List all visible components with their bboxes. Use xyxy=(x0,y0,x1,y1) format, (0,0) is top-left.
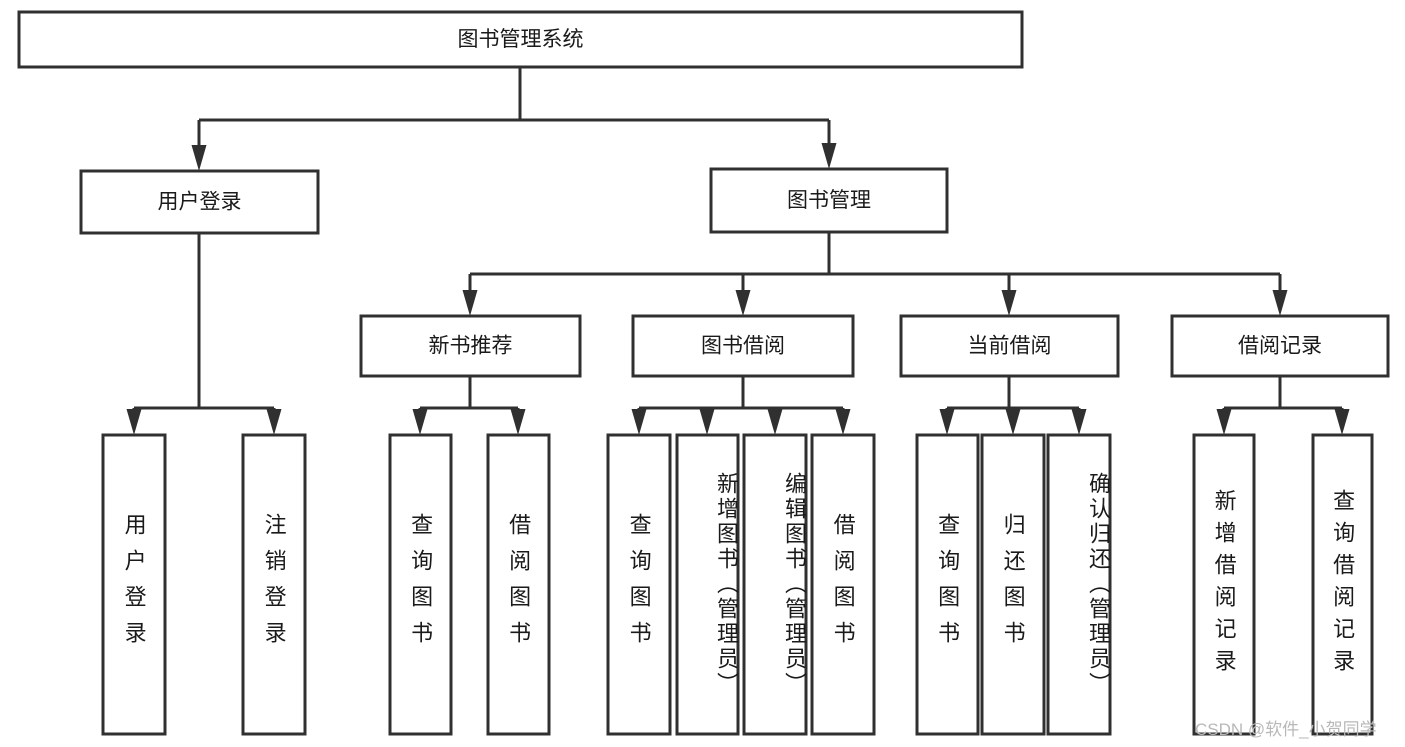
node-box-borrow[interactable] xyxy=(631,314,855,378)
arrow-head-icon xyxy=(1005,409,1021,435)
node-leaf-query-book-2[interactable] xyxy=(606,433,672,736)
arrow-head-icon xyxy=(462,290,478,316)
node-record[interactable]: 借阅记录 xyxy=(1170,314,1390,378)
node-leaf-query-record[interactable] xyxy=(1311,433,1374,736)
connector-edge-bookmgmt-to-borrow xyxy=(735,274,751,316)
node-borrow[interactable]: 图书借阅 xyxy=(631,314,855,378)
connector-edge-record-to-l2 xyxy=(1334,408,1350,435)
arrow-head-icon xyxy=(1334,409,1350,435)
arrow-head-icon xyxy=(1071,409,1087,435)
arrow-head-icon xyxy=(631,409,647,435)
node-leaf-query-book-1[interactable] xyxy=(388,433,453,736)
node-leaf-confirm-return[interactable] xyxy=(1046,433,1112,736)
node-label-login: 用户登录 xyxy=(158,191,242,214)
node-box-bookmgmt[interactable] xyxy=(709,167,949,234)
connector-edge-login-to-leaf2 xyxy=(266,408,282,435)
node-box-leaf-query-book-3[interactable] xyxy=(915,433,980,736)
node-box-leaf-confirm-return[interactable] xyxy=(1046,433,1112,736)
node-leaf-borrow-book-1[interactable] xyxy=(486,433,551,736)
node-label-root: 图书管理系统 xyxy=(458,28,584,51)
node-newbook[interactable]: 新书推荐 xyxy=(359,314,582,378)
node-leaf-return-book[interactable] xyxy=(980,433,1046,736)
connector-edge-borrow-to-l4 xyxy=(835,408,851,435)
node-box-newbook[interactable] xyxy=(359,314,582,378)
node-box-current[interactable] xyxy=(899,314,1120,378)
connector-edge-newbook-to-l1 xyxy=(412,408,428,435)
node-label-record: 借阅记录 xyxy=(1238,335,1322,358)
node-box-leaf-borrow-book-1[interactable] xyxy=(486,433,551,736)
node-login[interactable]: 用户登录 xyxy=(79,169,320,235)
node-label-bookmgmt: 图书管理 xyxy=(787,189,871,212)
node-box-leaf-add-book[interactable] xyxy=(675,433,740,736)
node-current[interactable]: 当前借阅 xyxy=(899,314,1120,378)
watermark-text: CSDN @软件_小贺同学 xyxy=(1195,720,1377,739)
arrow-head-icon xyxy=(266,409,282,435)
connector-edge-newbook-to-l2 xyxy=(510,408,526,435)
arrow-head-icon xyxy=(510,409,526,435)
node-label-newbook: 新书推荐 xyxy=(429,335,513,358)
connector-edge-record-to-l1 xyxy=(1216,408,1232,435)
node-box-login[interactable] xyxy=(79,169,320,235)
arrow-head-icon xyxy=(412,409,428,435)
arrow-head-icon xyxy=(821,143,837,169)
arrow-head-icon xyxy=(939,409,955,435)
connector-edge-current-to-l3 xyxy=(1071,408,1087,435)
node-label-borrow: 图书借阅 xyxy=(701,335,785,358)
node-bookmgmt[interactable]: 图书管理 xyxy=(709,167,949,234)
node-label-current: 当前借阅 xyxy=(968,335,1052,358)
connector-edge-current-to-l2 xyxy=(1005,408,1021,435)
node-box-record[interactable] xyxy=(1170,314,1390,378)
node-leaf-user-login[interactable] xyxy=(101,433,167,736)
node-leaf-edit-book[interactable] xyxy=(742,433,808,736)
node-box-leaf-add-record[interactable] xyxy=(1192,433,1256,736)
node-leaf-add-book[interactable] xyxy=(675,433,740,736)
connector-edge-bookmgmt-to-record xyxy=(1272,274,1288,316)
node-box-root[interactable] xyxy=(17,10,1024,69)
node-box-leaf-edit-book[interactable] xyxy=(742,433,808,736)
node-box-leaf-query-book-1[interactable] xyxy=(388,433,453,736)
arrow-head-icon xyxy=(1001,290,1017,316)
arrow-head-icon xyxy=(835,409,851,435)
node-leaf-logout[interactable] xyxy=(241,433,307,736)
connector-edge-borrow-to-l1 xyxy=(631,408,647,435)
connector-edge-login-to-leaf1 xyxy=(126,408,142,435)
node-leaf-borrow-book-2[interactable] xyxy=(810,433,876,736)
arrow-head-icon xyxy=(735,290,751,316)
connector-layer xyxy=(126,67,1350,435)
connector-edge-current-to-l1 xyxy=(939,408,955,435)
node-box-leaf-borrow-book-2[interactable] xyxy=(810,433,876,736)
node-box-leaf-return-book[interactable] xyxy=(980,433,1046,736)
arrow-head-icon xyxy=(126,409,142,435)
node-box-leaf-query-book-2[interactable] xyxy=(606,433,672,736)
node-root[interactable]: 图书管理系统 xyxy=(17,10,1024,69)
arrow-head-icon xyxy=(191,145,207,171)
connector-edge-borrow-to-l2 xyxy=(699,408,715,435)
connector-edge-borrow-to-l3 xyxy=(767,408,783,435)
arrow-head-icon xyxy=(1272,290,1288,316)
connector-edge-bookmgmt-to-newbook xyxy=(462,274,478,316)
arrow-head-icon xyxy=(767,409,783,435)
arrow-head-icon xyxy=(1216,409,1232,435)
node-box-leaf-query-record[interactable] xyxy=(1311,433,1374,736)
node-leaf-add-record[interactable] xyxy=(1192,433,1256,736)
connector-edge-root-to-bookmgmt xyxy=(821,120,837,169)
connector-edge-bookmgmt-to-current xyxy=(1001,274,1017,316)
node-box-leaf-logout[interactable] xyxy=(241,433,307,736)
node-box-leaf-user-login[interactable] xyxy=(101,433,167,736)
node-leaf-query-book-3[interactable] xyxy=(915,433,980,736)
arrow-head-icon xyxy=(699,409,715,435)
connector-edge-root-to-login xyxy=(191,120,207,171)
